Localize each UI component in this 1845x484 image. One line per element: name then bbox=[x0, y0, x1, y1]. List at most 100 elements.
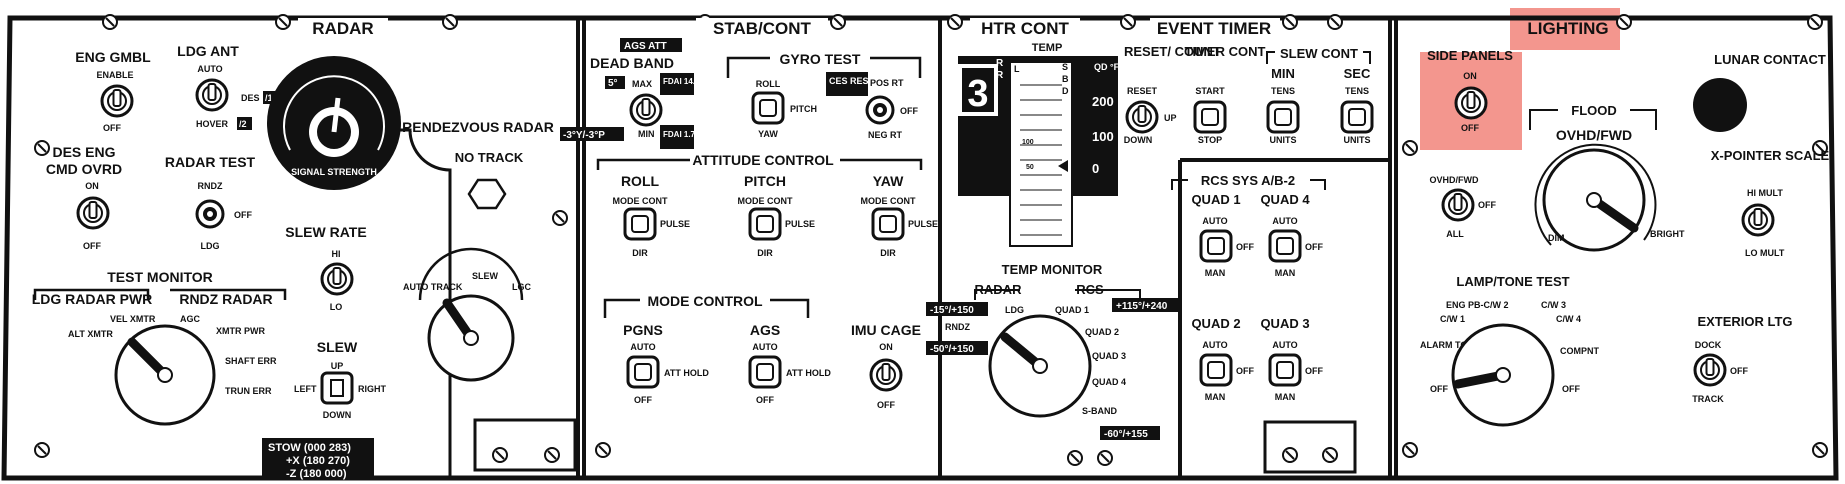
radar-title: RADAR bbox=[312, 19, 373, 38]
svg-text:S: S bbox=[1062, 62, 1068, 72]
ldg-ant-label: LDG ANT bbox=[177, 43, 239, 59]
slew-label: SLEW bbox=[317, 339, 358, 355]
eng-gmbl-toggle[interactable] bbox=[100, 84, 134, 118]
svg-text:ON: ON bbox=[85, 181, 99, 191]
svg-text:LO MULT: LO MULT bbox=[1745, 248, 1785, 258]
svg-text:PITCH: PITCH bbox=[744, 173, 786, 189]
timer-cont-switch[interactable] bbox=[1193, 100, 1227, 134]
svg-text:OFF: OFF bbox=[1430, 384, 1448, 394]
svg-text:FDAI 14.4: FDAI 14.4 bbox=[663, 77, 700, 86]
svg-text:/2: /2 bbox=[239, 119, 247, 129]
svg-text:XMTR PWR: XMTR PWR bbox=[216, 326, 265, 336]
radar-test-switch[interactable] bbox=[195, 199, 225, 229]
ldg-ant-toggle[interactable] bbox=[195, 78, 229, 112]
svg-text:OFF: OFF bbox=[634, 395, 652, 405]
svg-text:SIDE PANELS: SIDE PANELS bbox=[1427, 48, 1513, 63]
quad4-switch[interactable] bbox=[1268, 229, 1302, 263]
svg-text:0: 0 bbox=[1092, 161, 1099, 176]
svg-text:R: R bbox=[996, 58, 1004, 69]
slew-rate-label: SLEW RATE bbox=[285, 224, 366, 240]
svg-text:RNDZ RADAR: RNDZ RADAR bbox=[179, 291, 272, 307]
svg-text:UP: UP bbox=[331, 361, 344, 371]
svg-text:MAN: MAN bbox=[1205, 392, 1226, 402]
quad1-switch[interactable] bbox=[1199, 229, 1233, 263]
svg-text:HI MULT: HI MULT bbox=[1747, 188, 1783, 198]
svg-text:OFF: OFF bbox=[900, 106, 918, 116]
svg-text:OFF: OFF bbox=[1305, 242, 1323, 252]
section-dividers bbox=[576, 18, 1398, 478]
svg-text:ROLL: ROLL bbox=[756, 79, 781, 89]
svg-text:SEC: SEC bbox=[1344, 66, 1371, 81]
svg-text:MAX: MAX bbox=[632, 79, 652, 89]
svg-text:ENABLE: ENABLE bbox=[96, 70, 133, 80]
svg-text:DOWN: DOWN bbox=[323, 410, 352, 420]
reset-count-toggle[interactable] bbox=[1125, 100, 1159, 134]
svg-text:LUNAR CONTACT: LUNAR CONTACT bbox=[1714, 52, 1826, 67]
exterior-ltg-toggle[interactable] bbox=[1693, 353, 1727, 387]
svg-text:OFF: OFF bbox=[103, 123, 121, 133]
svg-text:OFF: OFF bbox=[234, 210, 252, 220]
des-eng-cmd-ovrd-toggle[interactable] bbox=[76, 196, 110, 230]
svg-text:OFF: OFF bbox=[1236, 242, 1254, 252]
svg-text:OFF: OFF bbox=[1730, 366, 1748, 376]
eng-gmbl-label: ENG GMBL bbox=[75, 49, 151, 65]
flood-ovhd-fwd-toggle[interactable] bbox=[1441, 188, 1475, 222]
svg-text:UP: UP bbox=[1164, 113, 1177, 123]
svg-text:PULSE: PULSE bbox=[785, 219, 815, 229]
svg-text:UNITS: UNITS bbox=[1270, 135, 1297, 145]
svg-text:LEFT: LEFT bbox=[294, 384, 317, 394]
svg-text:EXTERIOR LTG: EXTERIOR LTG bbox=[1697, 314, 1792, 329]
svg-text:MAN: MAN bbox=[1275, 392, 1296, 402]
quad2-switch[interactable] bbox=[1199, 353, 1233, 387]
gyro-test-rate-switch[interactable] bbox=[865, 95, 895, 125]
svg-text:FLOOD: FLOOD bbox=[1571, 103, 1617, 118]
htr-cont-section: HTR CONT TEMP 3 R R L S B D 100 50 QD °F… bbox=[926, 18, 1182, 440]
svg-text:LDG: LDG bbox=[201, 241, 220, 251]
svg-text:AUTO: AUTO bbox=[1272, 216, 1297, 226]
svg-text:QUAD 2: QUAD 2 bbox=[1191, 316, 1240, 331]
dead-band-toggle[interactable] bbox=[629, 93, 663, 127]
pgns-mode-switch[interactable] bbox=[626, 355, 660, 389]
slew-rate-toggle[interactable] bbox=[320, 262, 354, 296]
svg-text:CMD OVRD: CMD OVRD bbox=[46, 161, 122, 177]
svg-text:-60°/+155: -60°/+155 bbox=[1104, 429, 1148, 440]
svg-text:SIGNAL STRENGTH: SIGNAL STRENGTH bbox=[291, 167, 377, 177]
svg-text:5°: 5° bbox=[608, 78, 618, 89]
svg-text:ON: ON bbox=[879, 342, 893, 352]
slew-sec-switch[interactable] bbox=[1340, 100, 1374, 134]
mode-control-label: MODE CONTROL bbox=[647, 293, 763, 309]
svg-text:BRIGHT: BRIGHT bbox=[1650, 229, 1685, 239]
rcs-sys-label: RCS SYS A/B-2 bbox=[1201, 173, 1295, 188]
svg-text:ALARM TONE: ALARM TONE bbox=[1420, 340, 1480, 350]
lighting-section: LIGHTING SIDE PANELS ON OFF LUNAR CONTAC… bbox=[1420, 19, 1830, 427]
svg-text:+X (180 270): +X (180 270) bbox=[286, 455, 350, 467]
side-panels-toggle[interactable] bbox=[1454, 86, 1488, 120]
svg-text:PULSE: PULSE bbox=[660, 219, 690, 229]
gyro-test-roll-yaw-switch[interactable] bbox=[751, 91, 785, 125]
gyro-test-label: GYRO TEST bbox=[780, 51, 861, 67]
svg-text:DEAD BAND: DEAD BAND bbox=[590, 55, 674, 71]
roll-mode-switch[interactable] bbox=[623, 207, 657, 241]
svg-text:AGS ATT: AGS ATT bbox=[624, 41, 667, 52]
svg-text:OFF: OFF bbox=[1478, 200, 1496, 210]
svg-text:QUAD 3: QUAD 3 bbox=[1092, 351, 1126, 361]
svg-text:START: START bbox=[1195, 86, 1225, 96]
svg-text:ALL: ALL bbox=[1446, 229, 1464, 239]
event-timer-title: EVENT TIMER bbox=[1157, 19, 1271, 38]
temp-monitor-label: TEMP MONITOR bbox=[1002, 262, 1103, 277]
yaw-mode-switch[interactable] bbox=[871, 207, 905, 241]
svg-text:LAMP/TONE TEST: LAMP/TONE TEST bbox=[1456, 274, 1569, 289]
imu-cage-toggle[interactable] bbox=[869, 358, 903, 392]
pitch-mode-switch[interactable] bbox=[748, 207, 782, 241]
svg-text:IMU CAGE: IMU CAGE bbox=[851, 322, 921, 338]
x-pointer-scale-toggle[interactable] bbox=[1741, 203, 1775, 237]
no-track-light bbox=[467, 178, 507, 210]
svg-text:OFF: OFF bbox=[1562, 384, 1580, 394]
ags-mode-switch[interactable] bbox=[748, 355, 782, 389]
svg-text:DIR: DIR bbox=[632, 248, 648, 258]
quad3-switch[interactable] bbox=[1268, 353, 1302, 387]
slew-min-switch[interactable] bbox=[1266, 100, 1300, 134]
test-monitor-label: TEST MONITOR bbox=[107, 269, 213, 285]
svg-text:QUAD 4: QUAD 4 bbox=[1092, 377, 1126, 387]
svg-text:S-BAND: S-BAND bbox=[1082, 406, 1117, 416]
